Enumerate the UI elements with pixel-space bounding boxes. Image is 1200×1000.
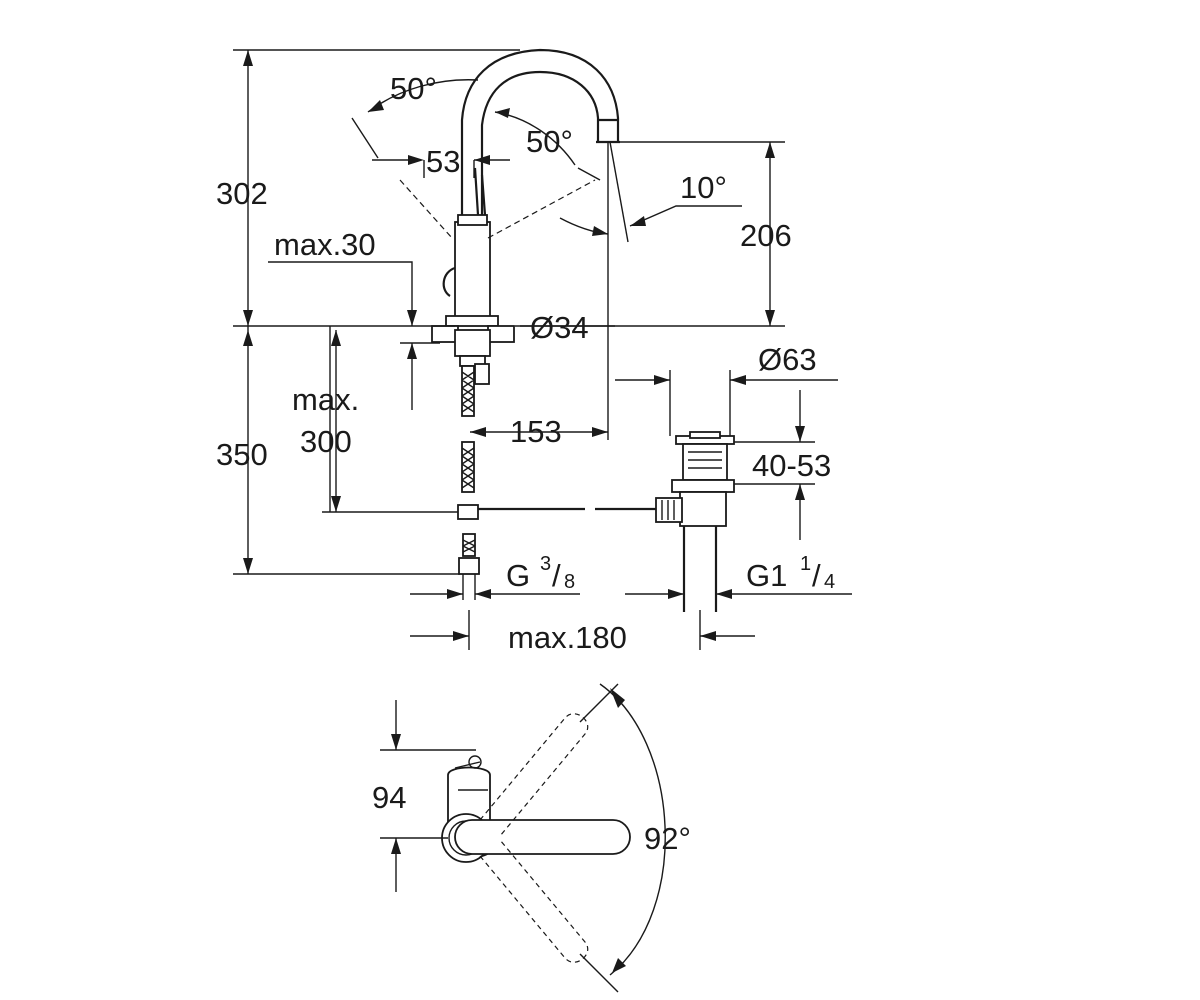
label-153: 153 — [510, 414, 562, 449]
label-g1-num: 1 — [800, 553, 811, 575]
label-g-den: 8 — [564, 571, 575, 593]
label-50-right: 50° — [526, 124, 573, 159]
label-300: 300 — [300, 424, 352, 459]
waste-tail — [682, 526, 718, 612]
valve-box — [474, 363, 490, 385]
spout-tip — [596, 118, 620, 144]
fixing-nut — [454, 329, 491, 357]
label-10: 10° — [680, 170, 727, 205]
label-g: G — [506, 558, 530, 593]
label-max30: max.30 — [274, 227, 376, 262]
label-40-53: 40-53 — [752, 448, 831, 483]
hose-fitting — [457, 504, 479, 520]
label-max: max. — [292, 382, 359, 417]
label-94: 94 — [372, 780, 406, 815]
body-column — [454, 221, 491, 318]
label-g-slash: / — [552, 558, 561, 593]
label-g-num: 3 — [540, 553, 551, 575]
side-lever — [442, 266, 456, 297]
label-g1: G1 — [746, 558, 787, 593]
label-53: 53 — [426, 144, 460, 179]
label-max180: max.180 — [508, 620, 627, 655]
label-206: 206 — [740, 218, 792, 253]
supply-nut — [458, 557, 480, 575]
top-lever — [454, 819, 631, 855]
spout-outer — [460, 48, 620, 218]
lever-stem — [473, 167, 487, 216]
label-50-left: 50° — [390, 71, 437, 106]
label-d63: Ø63 — [758, 342, 817, 377]
label-g1-den: 4 — [824, 571, 835, 593]
label-350: 350 — [216, 437, 268, 472]
label-d34: Ø34 — [530, 310, 589, 345]
waste-body — [682, 443, 728, 481]
dimension-lines — [233, 49, 852, 650]
popup-waste — [655, 431, 735, 612]
dimension-labels: 302 50° 50° 53 10° 206 max.30 Ø34 Ø63 ma… — [216, 71, 835, 856]
faucet-side-view — [431, 48, 660, 600]
waste-tee — [679, 491, 727, 527]
spout-inner — [480, 70, 600, 218]
label-g1-slash: / — [812, 558, 821, 593]
body-cap — [457, 214, 488, 226]
waste-linkage — [655, 497, 683, 523]
deck-plate-right — [487, 325, 515, 343]
label-92: 92° — [644, 821, 691, 856]
faucet-top-view — [380, 683, 666, 993]
escutcheon — [445, 315, 499, 327]
label-302: 302 — [216, 176, 268, 211]
waste-nut — [671, 479, 735, 493]
